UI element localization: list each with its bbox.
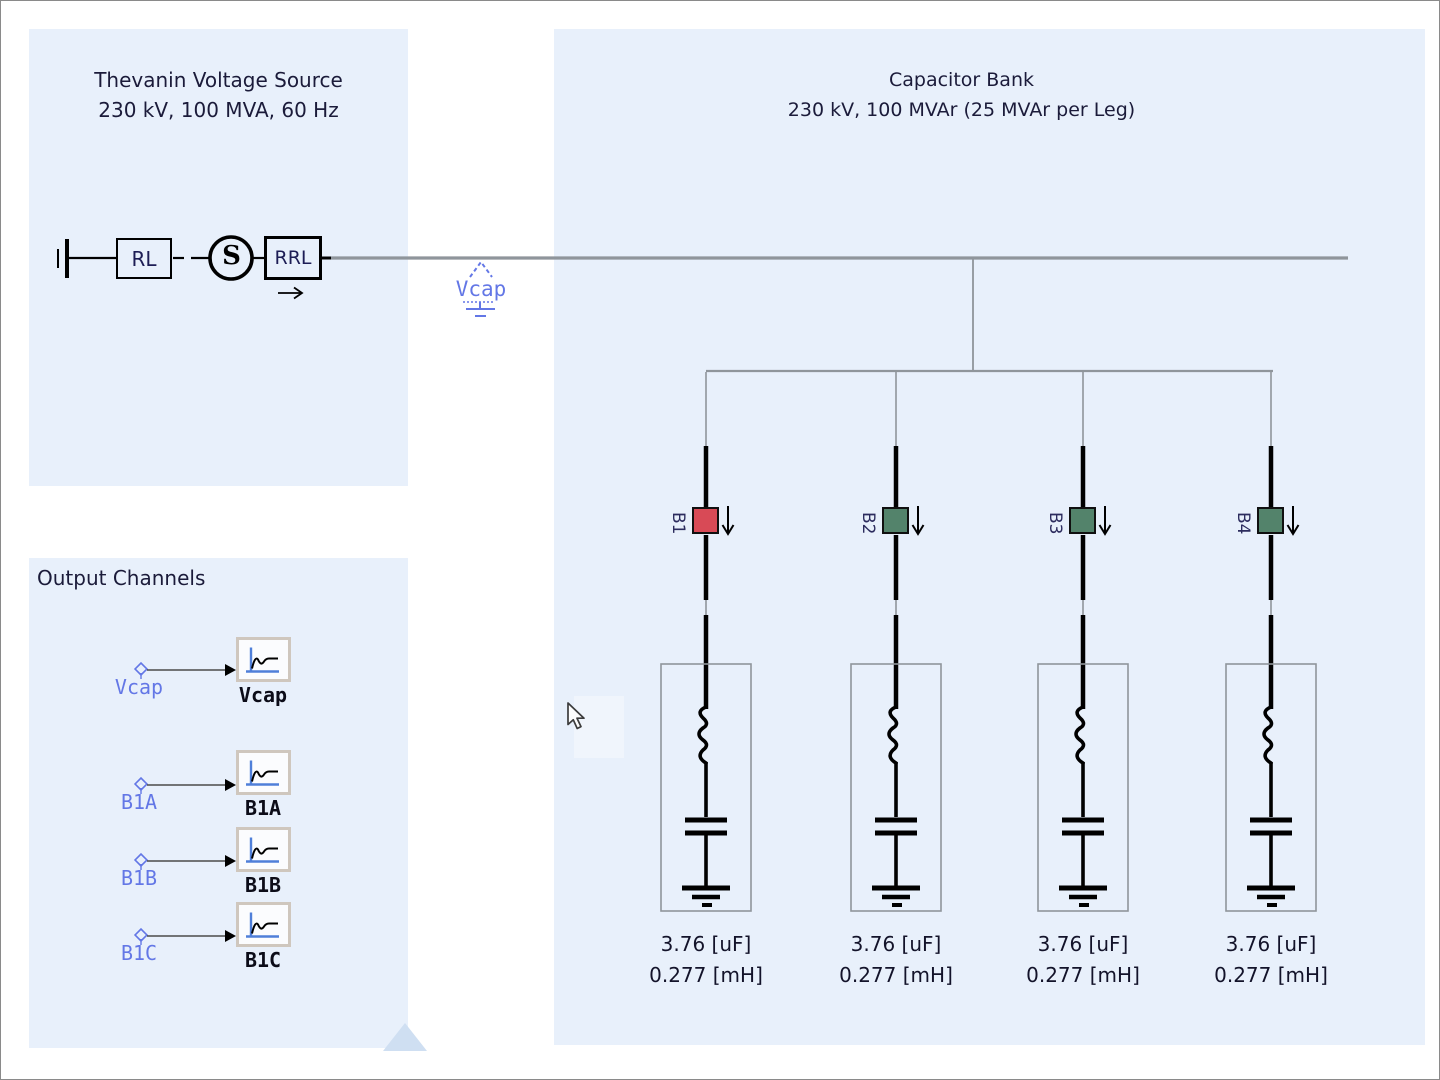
source-panel-title: Thevanin Voltage Source bbox=[94, 68, 343, 92]
breaker-b3-label: B3 bbox=[1045, 511, 1065, 535]
leg3-capacitance: 3.76 [uF] bbox=[1037, 932, 1129, 956]
leg2-capacitance: 3.76 [uF] bbox=[850, 932, 942, 956]
leg1-values: 3.76 [uF] 0.277 [mH] bbox=[621, 929, 791, 991]
breaker-b1[interactable] bbox=[692, 507, 719, 534]
b1a-channel-name: B1A bbox=[244, 796, 282, 820]
bank-panel-subtitle: 230 kV, 100 MVAr (25 MVAr per Leg) bbox=[787, 99, 1136, 121]
vcap-channel-name: Vcap bbox=[238, 683, 288, 707]
leg1-inductance: 0.277 [mH] bbox=[649, 963, 763, 987]
b1c-signal-label[interactable]: B1C bbox=[120, 941, 158, 965]
b1b-channel-name: B1B bbox=[244, 873, 282, 897]
b1a-signal-label[interactable]: B1A bbox=[120, 790, 158, 814]
leg2-values: 3.76 [uF] 0.277 [mH] bbox=[811, 929, 981, 991]
leg4-inductance: 0.277 [mH] bbox=[1214, 963, 1328, 987]
leg3-values: 3.76 [uF] 0.277 [mH] bbox=[998, 929, 1168, 991]
output-channels-title: Output Channels bbox=[37, 566, 206, 590]
vcap-output-channel-icon[interactable] bbox=[236, 637, 291, 682]
vcap-sensor-label: Vcap bbox=[455, 277, 507, 301]
b1a-output-channel-icon[interactable] bbox=[236, 750, 291, 795]
output-channels-group[interactable] bbox=[29, 558, 408, 1048]
waveform-icon bbox=[244, 646, 281, 673]
breaker-b1-label: B1 bbox=[668, 511, 688, 535]
source-symbol-glyph[interactable]: S bbox=[222, 241, 241, 271]
rrl-label: RRL bbox=[274, 247, 312, 269]
rl-label: RL bbox=[131, 246, 157, 271]
bank-panel-title: Capacitor Bank bbox=[889, 69, 1034, 91]
b1b-output-channel-icon[interactable] bbox=[236, 827, 291, 872]
breaker-b2-label: B2 bbox=[858, 511, 878, 535]
leg3-inductance: 0.277 [mH] bbox=[1026, 963, 1140, 987]
breaker-b3[interactable] bbox=[1069, 507, 1096, 534]
b1c-channel-name: B1C bbox=[244, 948, 282, 972]
leg2-inductance: 0.277 [mH] bbox=[839, 963, 953, 987]
vcap-signal-label[interactable]: Vcap bbox=[114, 675, 164, 699]
leg4-capacitance: 3.76 [uF] bbox=[1225, 932, 1317, 956]
waveform-icon bbox=[244, 911, 281, 938]
rl-impedance-component[interactable]: RL bbox=[116, 238, 172, 279]
b1b-signal-label[interactable]: B1B bbox=[120, 866, 158, 890]
b1c-output-channel-icon[interactable] bbox=[236, 902, 291, 947]
rrl-impedance-component[interactable]: RRL bbox=[264, 236, 322, 280]
breaker-b4-label: B4 bbox=[1233, 511, 1253, 535]
leg1-capacitance: 3.76 [uF] bbox=[660, 932, 752, 956]
waveform-icon bbox=[244, 759, 281, 786]
leg4-values: 3.76 [uF] 0.277 [mH] bbox=[1186, 929, 1356, 991]
source-panel-subtitle: 230 kV, 100 MVA, 60 Hz bbox=[98, 98, 339, 122]
breaker-b4[interactable] bbox=[1257, 507, 1284, 534]
breaker-b2[interactable] bbox=[882, 507, 909, 534]
waveform-icon bbox=[244, 836, 281, 863]
